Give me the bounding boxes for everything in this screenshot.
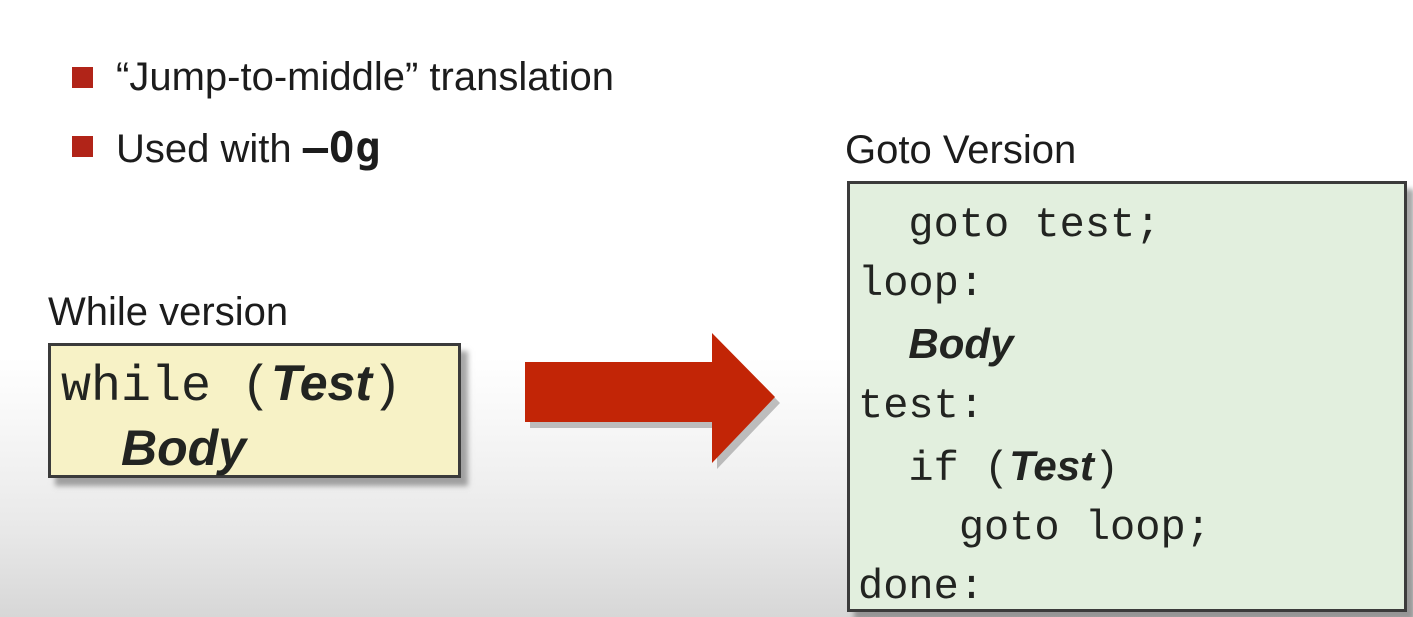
code-var-body: Body <box>908 320 1014 367</box>
goto-version-label: Goto Version <box>845 128 1077 172</box>
compiler-flag-og: –Og <box>302 123 382 172</box>
code-keyword-while: while ( <box>61 359 272 416</box>
code-line-if-test: if (Test) <box>858 436 1404 499</box>
bullet-item-used-with-og: Used with –Og <box>116 124 382 173</box>
code-line-loop-label: loop: <box>858 255 1404 314</box>
bullet-square-icon <box>72 67 93 88</box>
code-line-body: Body <box>858 314 1404 377</box>
code-line-done-label: done: <box>858 558 1404 617</box>
while-code-box: while (Test) Body <box>48 343 461 478</box>
code-line-while: while (Test) <box>61 353 458 418</box>
code-stmt: goto loop; <box>858 504 1211 552</box>
code-indent <box>858 323 908 371</box>
bullet-square-icon <box>72 136 93 157</box>
code-indent <box>61 424 121 481</box>
code-label: test: <box>858 382 985 430</box>
code-var-body: Body <box>121 420 247 476</box>
bullet-text: “Jump-to-middle” translation <box>116 55 614 99</box>
code-label: done: <box>858 563 985 611</box>
code-var-test: Test <box>271 355 372 411</box>
code-line-goto-test: goto test; <box>858 196 1404 255</box>
while-version-label: While version <box>48 290 289 334</box>
right-arrow-shape <box>525 333 775 463</box>
code-paren-close: ) <box>1094 445 1120 493</box>
right-arrow-icon <box>525 333 780 469</box>
code-stmt: goto test; <box>858 201 1161 249</box>
code-line-body: Body <box>61 418 458 483</box>
bullet-item-jump-to-middle: “Jump-to-middle” translation <box>116 53 614 101</box>
code-paren-close: ) <box>372 359 403 416</box>
code-line-goto-loop: goto loop; <box>858 499 1404 558</box>
bullet-text: Used with <box>116 127 303 171</box>
code-label: loop: <box>858 260 985 308</box>
goto-code-box: goto test; loop: Body test: if (Test) go… <box>847 181 1407 612</box>
code-keyword-if: if ( <box>858 445 1010 493</box>
code-line-test-label: test: <box>858 377 1404 436</box>
code-var-test: Test <box>1009 442 1095 489</box>
